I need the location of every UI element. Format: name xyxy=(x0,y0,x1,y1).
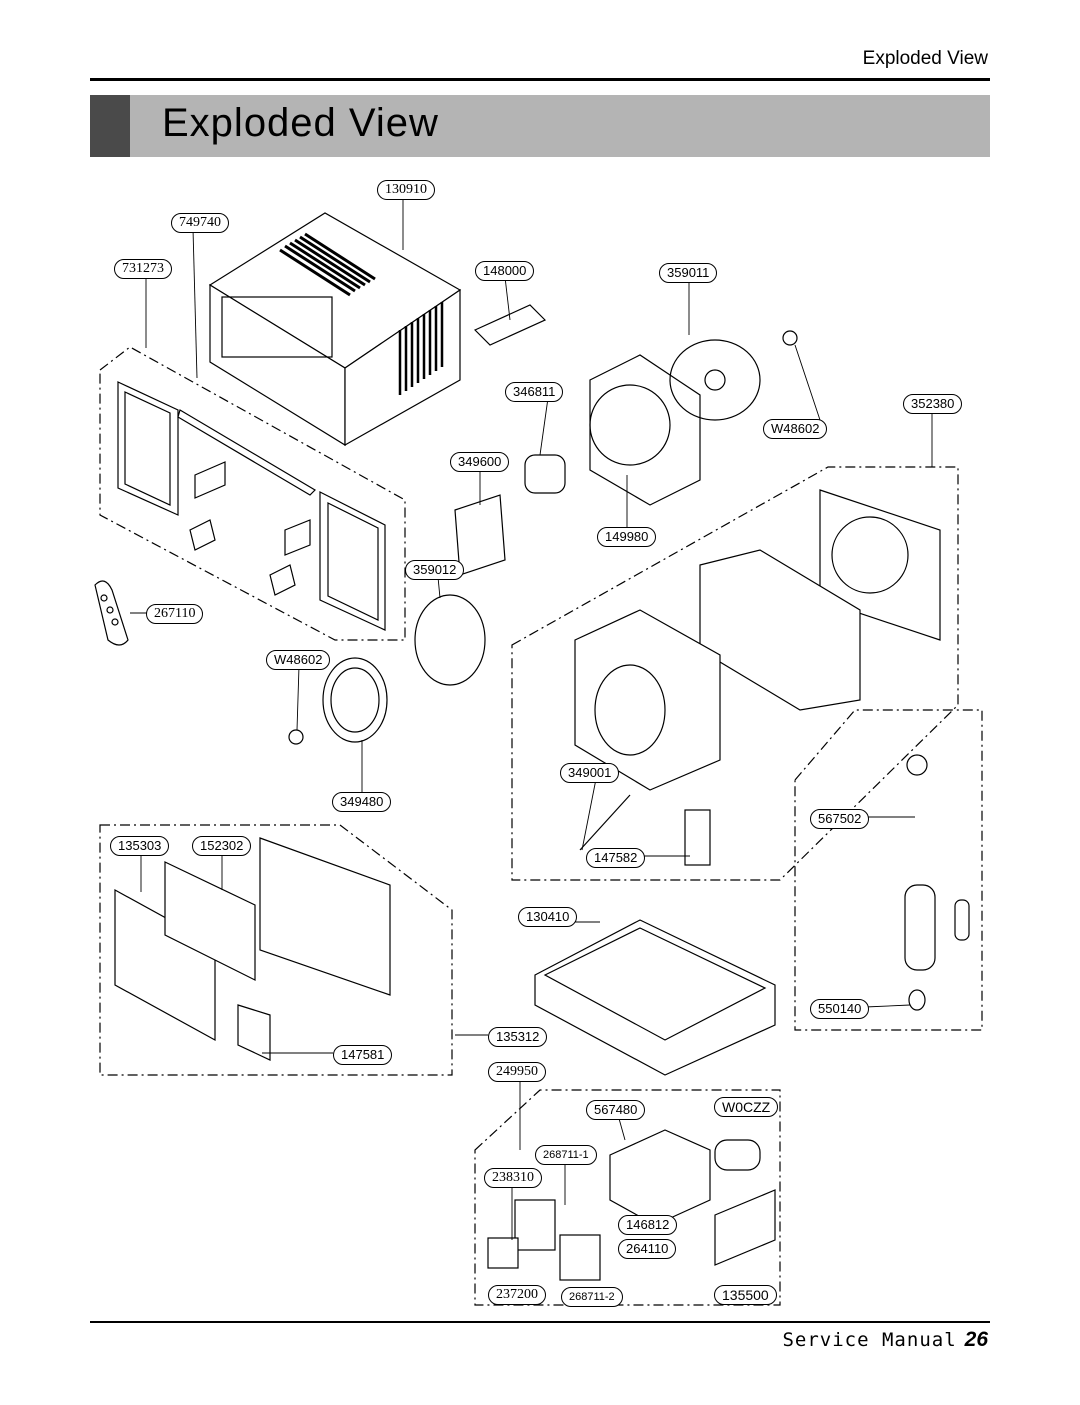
part-label-149980: 149980 xyxy=(597,527,657,547)
part-label-264110: 264110 xyxy=(618,1239,677,1259)
control-group xyxy=(474,1089,781,1306)
indoor-parts xyxy=(574,489,941,866)
part-label-349001: 349001 xyxy=(560,763,620,783)
part-label-731273: 731273 xyxy=(114,259,172,279)
part-label-147582: 147582 xyxy=(586,848,646,868)
part-label-130410: 130410 xyxy=(518,907,578,927)
side-panel-group xyxy=(99,346,406,641)
part-label-567502: 567502 xyxy=(810,809,870,829)
part-label-148000: 148000 xyxy=(475,261,535,281)
part-label-135500: 135500 xyxy=(714,1285,777,1305)
leader-lines xyxy=(130,196,933,1240)
part-label-268711-1: 268711-1 xyxy=(535,1145,597,1165)
cabinet-drawing xyxy=(208,212,462,447)
front-panel-parts xyxy=(114,837,391,1061)
part-label-567480: 567480 xyxy=(586,1100,646,1120)
part-label-349600: 349600 xyxy=(450,452,510,472)
section-header: Exploded View xyxy=(862,48,988,69)
part-label-359011: 359011 xyxy=(659,263,718,283)
side-panels xyxy=(117,381,386,631)
part-label-352380: 352380 xyxy=(903,394,963,414)
title-banner: Exploded View xyxy=(90,95,990,157)
compressor-parts xyxy=(904,754,970,1011)
indoor-group xyxy=(511,466,959,881)
compressor-group xyxy=(794,709,983,1031)
part-label-152302: 152302 xyxy=(192,836,252,856)
footer-manual: Service Manual xyxy=(782,1329,957,1351)
part-label-346811: 346811 xyxy=(505,382,564,402)
part-label-249950: 249950 xyxy=(488,1062,546,1082)
part-label-237200: 237200 xyxy=(488,1285,546,1305)
part-label-135303: 135303 xyxy=(110,836,170,856)
part-label-147581: 147581 xyxy=(333,1045,393,1065)
footer: Service Manual 26 xyxy=(782,1328,988,1352)
header-rule xyxy=(90,78,990,81)
footer-rule xyxy=(90,1321,990,1323)
part-label-359012: 359012 xyxy=(405,560,465,580)
front-panel-group xyxy=(99,824,453,1076)
part-label-130910: 130910 xyxy=(377,180,435,200)
base-pan-drawing xyxy=(534,919,776,1076)
part-label-w48602-top: W48602 xyxy=(763,419,828,439)
part-label-268711-2: 268711-2 xyxy=(561,1287,623,1307)
part-label-w48602-bottom: W48602 xyxy=(266,650,331,670)
remote-control-drawing xyxy=(94,580,129,646)
control-parts xyxy=(487,1129,776,1281)
part-label-267110: 267110 xyxy=(146,604,204,624)
part-label-146812: 146812 xyxy=(618,1215,678,1235)
part-label-349480: 349480 xyxy=(332,792,392,812)
part-label-749740: 749740 xyxy=(171,213,229,233)
part-label-550140: 550140 xyxy=(810,999,870,1019)
part-label-w0czz: W0CZZ xyxy=(714,1097,779,1117)
part-label-238310: 238310 xyxy=(484,1168,542,1188)
part-label-135312: 135312 xyxy=(488,1027,548,1047)
fan-motor-drawing xyxy=(288,304,798,745)
banner-block xyxy=(90,95,130,157)
page-title: Exploded View xyxy=(162,101,439,145)
page-number: 26 xyxy=(964,1328,988,1351)
